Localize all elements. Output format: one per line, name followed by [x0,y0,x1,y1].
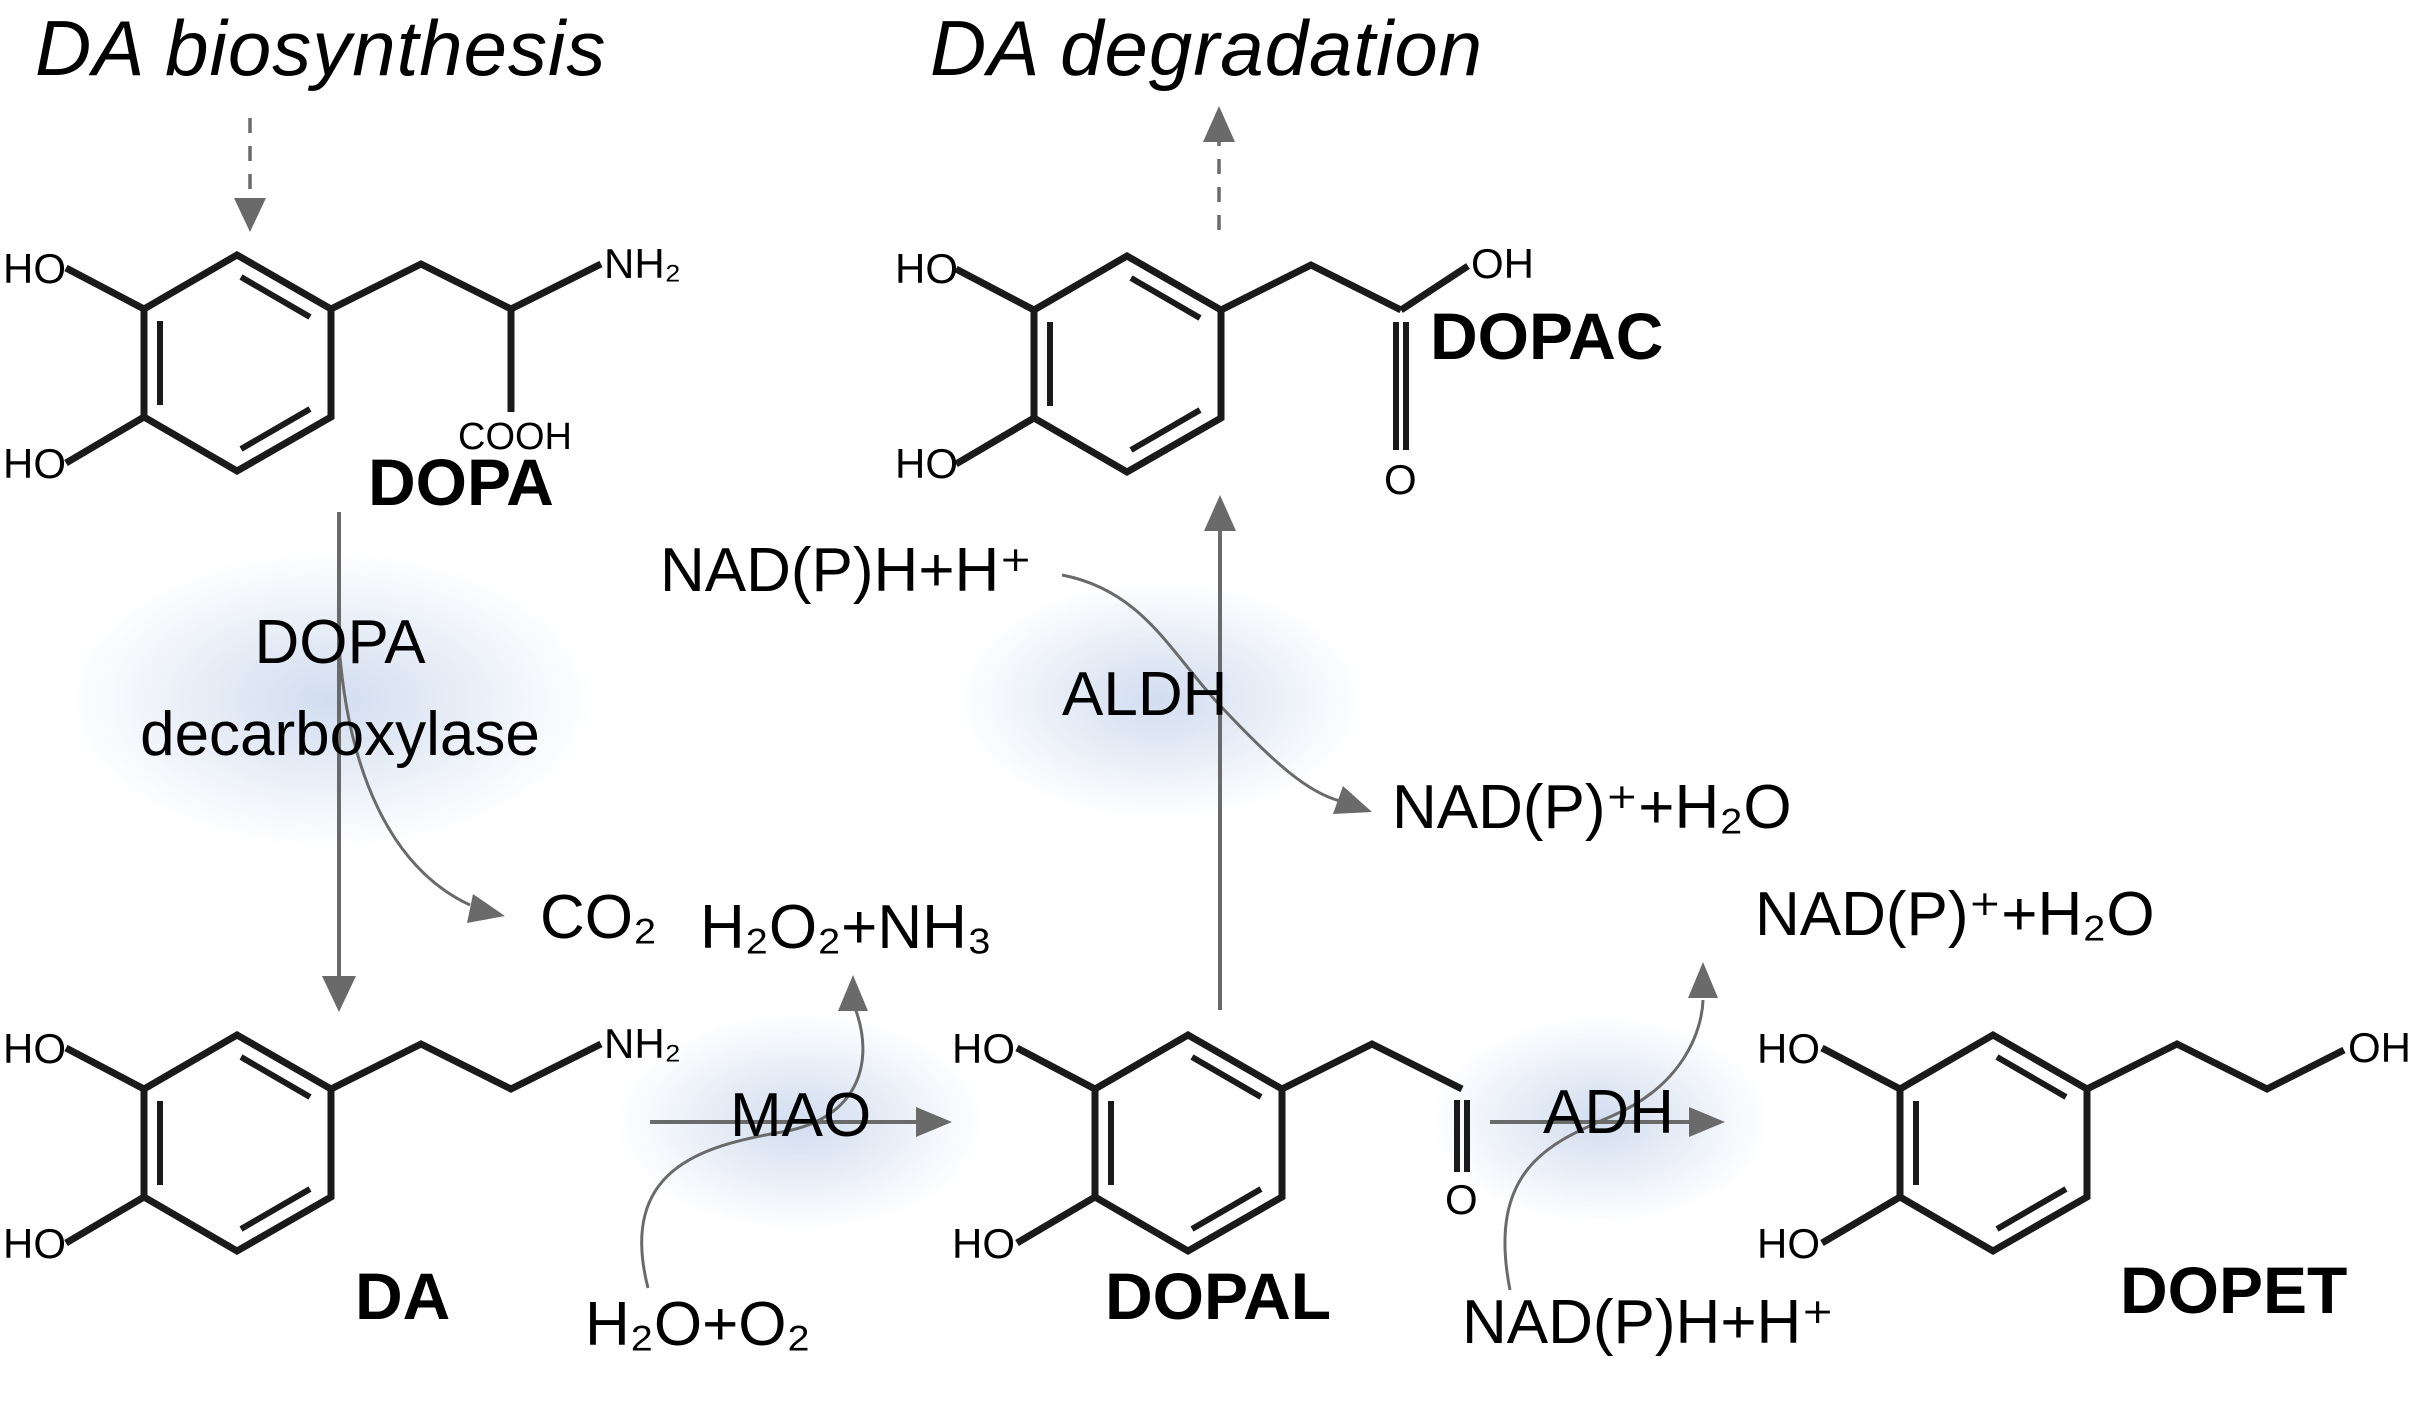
aldh-glow [955,580,1365,820]
dopac-structure [954,251,1470,477]
molecule-label-dopal: DOPAL [1105,1259,1332,1333]
co2-branch-arrow [337,644,505,923]
da-structure [64,1030,603,1256]
dopet-structure [1820,1030,2346,1256]
dopac-oh-label: OH [1471,240,1534,287]
mao-arrow [650,1107,952,1137]
dopal-o-label: O [1445,1176,1478,1223]
pathway-title-degradation: DA degradation [930,4,1484,92]
enzyme-label-decarboxylase-line2: decarboxylase [140,700,540,769]
aldh-arrow [1204,495,1236,1010]
pathway-title-biosynthesis: DA biosynthesis [35,4,607,92]
molecule-label-dopa: DOPA [368,445,554,519]
dopet-ho-bottom-label: HO [1757,1220,1820,1267]
dopa-ho-top-label: HO [3,245,66,292]
adh-cofactor-arrow [1503,962,1718,1291]
dopa-structure [64,250,603,476]
dopet-oh-label: OH [2348,1024,2411,1071]
dopa-ho-bottom-label: HO [3,440,66,487]
degradation-arrow [1203,106,1235,230]
dopa-nh2-label: NH₂ [604,240,681,287]
da-ho-bottom-label: HO [3,1220,66,1267]
cofactor-co2-label: CO₂ [540,883,658,952]
dopal-structure [1015,1030,1470,1256]
dopac-o-label: O [1384,456,1417,503]
enzyme-label-aldh: ALDH [1062,660,1228,729]
dopac-ho-bottom-label: HO [895,440,958,487]
enzyme-label-adh: ADH [1543,1078,1674,1147]
cofactor-nadph-aldh-label: NAD(P)H+H⁺ [660,536,1033,605]
cofactor-nadph-adh-label: NAD(P)H+H⁺ [1462,1288,1835,1357]
aldh-cofactor-arrow [1061,573,1372,814]
da-nh2-label: NH₂ [604,1020,681,1067]
decarboxylase-glow [65,550,595,850]
dopa-cooh-label: COOH [458,416,572,458]
cofactor-nadp-adh-label: NAD(P)⁺+H₂O [1755,880,2155,949]
dopal-ho-top-label: HO [952,1025,1015,1072]
enzyme-label-mao: MAO [730,1081,872,1150]
biosynthesis-arrow [234,118,266,232]
cofactor-nadp-aldh-label: NAD(P)⁺+H₂O [1392,773,1792,842]
mao-cofactor-arrow [640,975,868,1289]
adh-arrow [1490,1107,1725,1137]
dopac-ho-top-label: HO [895,245,958,292]
molecule-label-dopac: DOPAC [1430,299,1664,373]
cofactor-h2o2-nh3-label: H₂O₂+NH₃ [700,893,993,962]
enzyme-label-decarboxylase-line1: DOPA [254,608,426,677]
dopet-ho-top-label: HO [1757,1025,1820,1072]
molecule-label-dopet: DOPET [2120,1253,2348,1327]
da-ho-top-label: HO [3,1025,66,1072]
molecule-label-da: DA [355,1259,451,1333]
dopal-ho-bottom-label: HO [952,1220,1015,1267]
cofactor-h2o-o2-label: H₂O+O₂ [585,1290,811,1359]
dopa-to-da-arrow [322,512,356,1012]
